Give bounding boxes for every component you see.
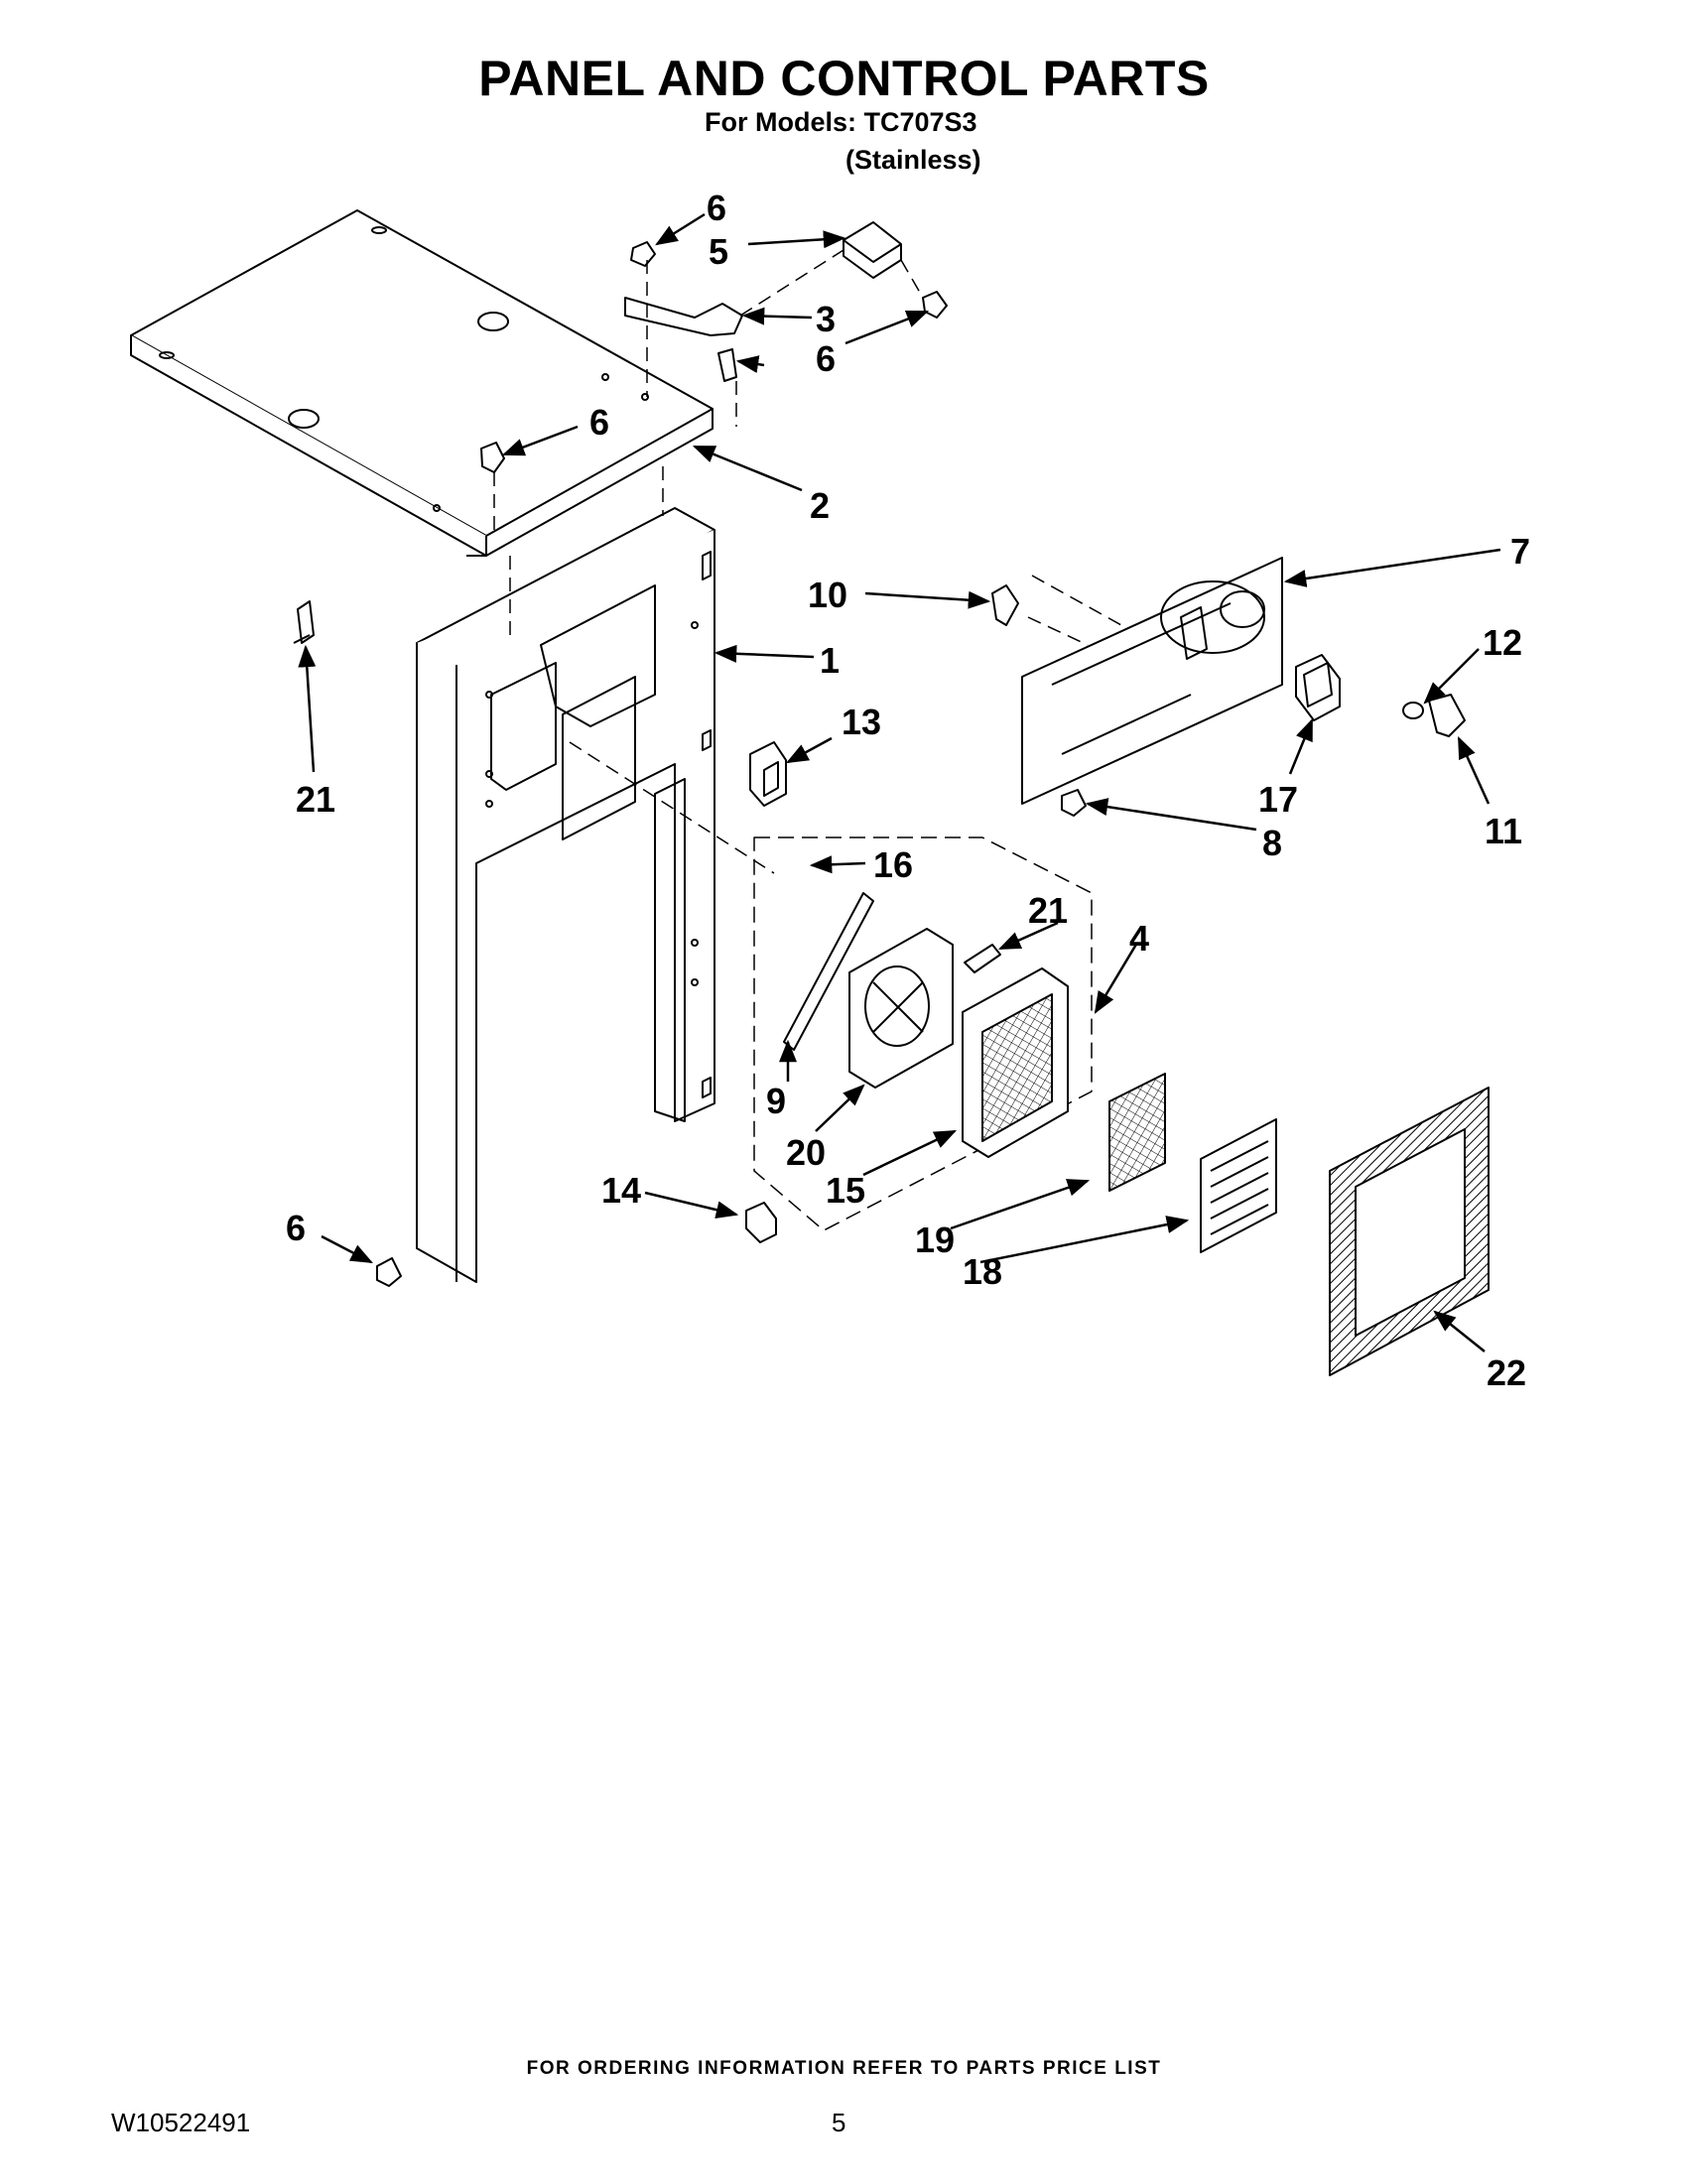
fan-housing-part-15 (962, 967, 1069, 1158)
callout-17: 17 (1258, 779, 1298, 820)
fan-assembly-part-4 (753, 836, 1093, 1231)
knob-part-11 (1428, 694, 1466, 737)
callout-15: 15 (826, 1170, 865, 1211)
callout-6-bottom: 6 (286, 1208, 306, 1248)
callout-5: 5 (709, 231, 728, 272)
callout-8: 8 (1262, 823, 1282, 863)
switch-part-17 (1295, 654, 1341, 721)
document-number: W10522491 (111, 2108, 251, 2137)
callout-16: 16 (873, 844, 913, 885)
screws-part-6 (376, 241, 948, 1287)
control-panel-part-7 (1021, 557, 1283, 805)
callout-18: 18 (963, 1251, 1002, 1292)
callout-labels: 6 5 3 6 6 2 1 21 13 7 10 12 17 11 8 16 2… (286, 188, 1530, 1393)
callout-2: 2 (810, 485, 830, 526)
callout-10: 10 (808, 575, 847, 615)
nut-part-12 (1402, 702, 1424, 719)
callout-6-top: 6 (707, 188, 726, 228)
callout-6-panel: 6 (589, 402, 609, 443)
callout-6-right: 6 (816, 338, 836, 379)
page-number: 5 (832, 2108, 846, 2137)
models-line: For Models: TC707S3 (705, 107, 977, 137)
page-title: PANEL AND CONTROL PARTS (478, 51, 1210, 106)
callout-22: 22 (1487, 1352, 1526, 1393)
leader-arrows (298, 212, 1501, 1352)
fan-part-20 (848, 928, 954, 1089)
callout-20: 20 (786, 1132, 826, 1173)
top-panel-part-2 (130, 209, 714, 557)
callout-21-fan: 21 (1028, 890, 1068, 931)
callout-14: 14 (601, 1170, 641, 1211)
callout-21-left: 21 (296, 779, 335, 820)
callout-1: 1 (820, 640, 840, 681)
switch-part-14 (745, 1202, 777, 1243)
finish-line: (Stainless) (845, 145, 981, 175)
callout-13: 13 (842, 702, 881, 742)
main-frame-part-1 (416, 507, 715, 1283)
grille-part-18 (1200, 1118, 1277, 1253)
callout-7: 7 (1510, 531, 1530, 572)
pad-part-5 (843, 221, 902, 279)
callout-11: 11 (1485, 811, 1522, 851)
callout-12: 12 (1483, 622, 1522, 663)
filter-part-19 (1108, 1073, 1166, 1192)
ordering-note: FOR ORDERING INFORMATION REFER TO PARTS … (526, 2058, 1162, 2079)
callout-19: 19 (915, 1220, 955, 1260)
callout-9: 9 (766, 1081, 786, 1121)
bracket-part-3 (624, 297, 743, 336)
screw-part-8 (1061, 789, 1087, 817)
clip-part-21 (293, 600, 315, 644)
thermostat-part-10 (991, 584, 1019, 626)
switch-part-13 (749, 741, 787, 807)
gasket-part-22 (1329, 1087, 1490, 1376)
clip-part-21-fan (964, 944, 1001, 973)
callout-4: 4 (1129, 918, 1149, 959)
callout-3: 3 (816, 299, 836, 339)
